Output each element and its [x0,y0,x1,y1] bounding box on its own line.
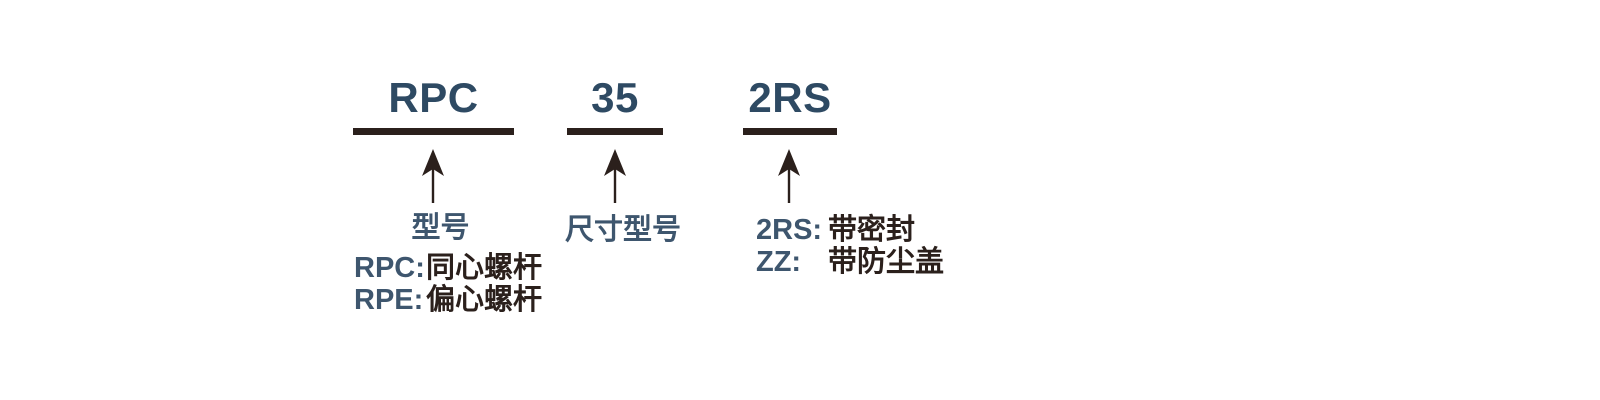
option-row: ZZ: 带防尘盖 [756,246,944,278]
option-desc: 带防尘盖 [828,246,945,278]
option-key: RPC: [354,252,425,284]
option-key: RPE: [354,284,424,316]
option-row: RPC:同心螺杆 [354,252,542,284]
option-list-model: RPC:同心螺杆 RPE:偏心螺杆 [354,252,542,316]
option-list-seal: 2RS:带密封 ZZ: 带防尘盖 [756,214,944,278]
up-arrow-icon [778,149,800,203]
section-label-size: 尺寸型号 [565,214,682,246]
option-row: 2RS:带密封 [756,214,944,246]
underline-bar [353,128,514,135]
underline-bar [743,128,837,135]
option-key: ZZ: [756,246,802,278]
underline-bar [567,128,663,135]
option-desc: 带密封 [828,214,916,246]
code-segment-size: 35 [591,74,639,121]
option-key: 2RS: [756,214,823,246]
up-arrow-icon [604,149,626,203]
up-arrow-icon [422,149,444,203]
option-desc: 偏心螺杆 [426,284,543,316]
code-segment-model: RPC [388,74,479,121]
option-row: RPE:偏心螺杆 [354,284,542,316]
code-segment-seal: 2RS [748,74,832,121]
option-desc: 同心螺杆 [426,252,543,284]
section-label-model: 型号 [411,212,470,244]
